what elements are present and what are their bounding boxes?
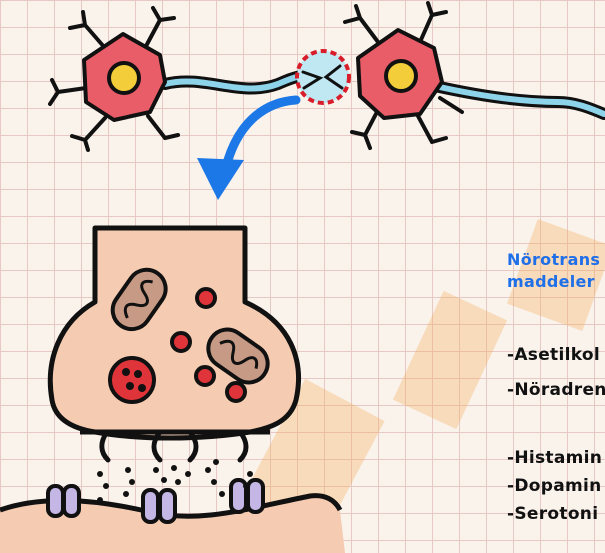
synapse-highlight-icon [297, 51, 349, 103]
curved-arrow-icon [197, 100, 296, 200]
neurotransmitter-item: -Asetilkol [507, 345, 600, 365]
neurotransmitter-item: -Dopamin [507, 476, 602, 496]
title-line-1: Nörotrans [507, 249, 600, 270]
synaptic-terminal-icon [50, 228, 298, 438]
neurotransmitter-item: -Serotoni [507, 504, 598, 524]
neurotransmitter-item: -Histamin [507, 448, 602, 468]
title-line-2: maddeler [507, 271, 595, 292]
nucleus-icon [386, 61, 416, 91]
nucleus-icon [109, 63, 139, 93]
neuron-icon [50, 8, 178, 150]
neuron-icon [345, 3, 462, 148]
neurotransmitter-item: -Nöradren [507, 380, 605, 400]
